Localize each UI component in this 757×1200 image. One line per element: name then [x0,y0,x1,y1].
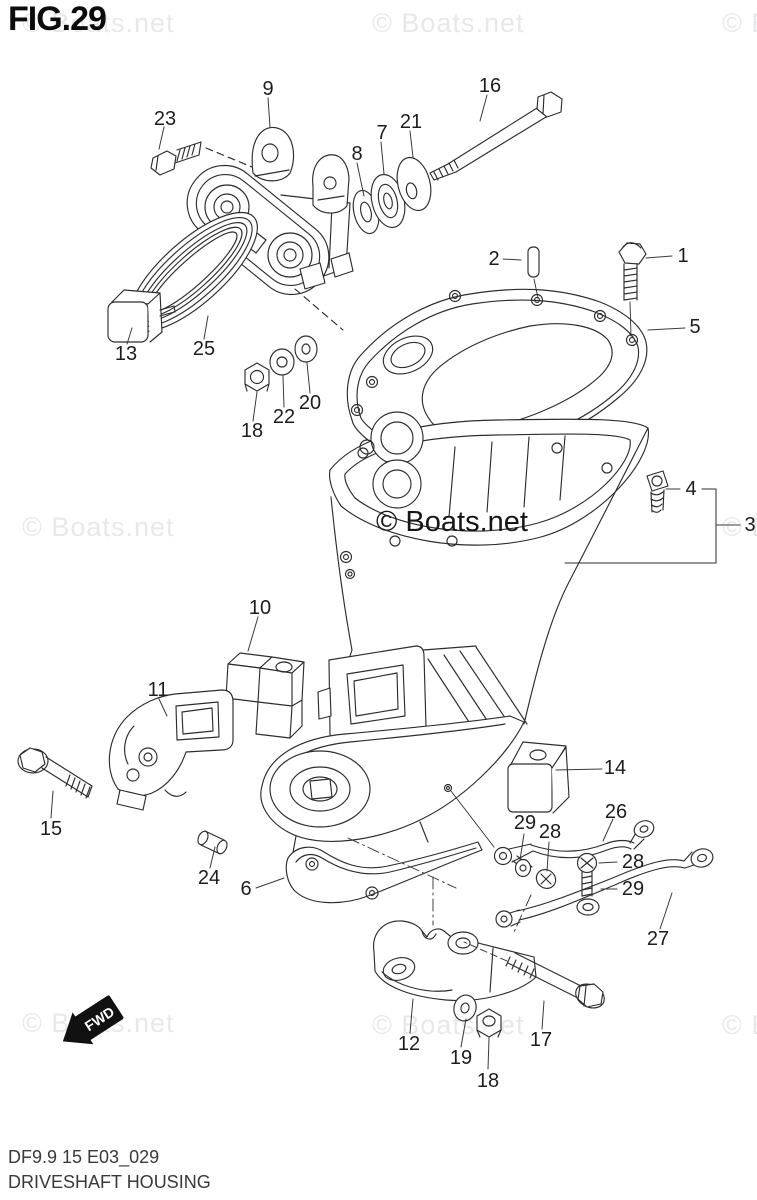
construction-lines [347,837,532,933]
callout-21[interactable]: 21 [399,111,423,133]
watermark-text-dark: © Boats.net [376,506,528,538]
clamp-bracket-11 [108,689,234,811]
callout-28-left[interactable]: 28 [538,821,562,843]
nut-18-upper [244,362,270,392]
bolt-16 [429,91,563,181]
rubber-mount-13 [107,289,176,343]
watermark-text: © Boats.net [22,8,175,38]
bolt-axis-dash [463,941,508,962]
bolt-1 [618,242,647,337]
screw-28-right [576,852,598,897]
callout-29-left[interactable]: 29 [513,812,537,834]
callout-15[interactable]: 15 [39,818,63,840]
watermark-text: © Boats.net [722,512,757,542]
grommet-7 [370,173,406,229]
callout-1[interactable]: 1 [677,245,689,267]
callout-3[interactable]: 3 [744,514,756,536]
callout-27[interactable]: 27 [646,928,670,950]
housing-front-bracket [317,645,427,745]
leader-line [450,790,495,848]
callout-24[interactable]: 24 [197,867,221,889]
screw-28-left [512,855,557,889]
callout-28-right[interactable]: 28 [621,851,645,873]
housing-flange-plate [260,715,525,859]
callout-19[interactable]: 19 [449,1047,473,1069]
callout-13[interactable]: 13 [114,343,138,365]
washer-22 [269,348,295,376]
callout-10[interactable]: 10 [248,597,272,619]
nut-18-lower [476,1008,502,1038]
ground-cable-27 [495,848,714,928]
washer-20 [294,335,318,363]
callout-6[interactable]: 6 [240,878,252,900]
callout-23[interactable]: 23 [153,108,177,130]
callout-18-upper[interactable]: 18 [240,420,264,442]
callout-20[interactable]: 20 [298,392,322,414]
callout-5[interactable]: 5 [689,316,701,338]
rubber-mount-10 [225,652,305,739]
lower-mount-12 [373,920,537,1002]
callout-22[interactable]: 22 [272,406,296,428]
callout-7[interactable]: 7 [376,122,388,144]
bolt-17 [505,952,605,1009]
driveshaft-housing-body [328,411,649,743]
watermark-text: © Boats.net [722,1010,757,1040]
callout-29-right[interactable]: 29 [621,878,645,900]
washer-21 [396,156,432,212]
callout-16[interactable]: 16 [478,75,502,97]
callout-9[interactable]: 9 [262,78,274,100]
assembly-bracket-3-lines [564,488,717,564]
bolt-15 [17,747,93,799]
callout-17[interactable]: 17 [529,1029,553,1051]
screw-4 [646,470,669,513]
pin-24 [197,830,228,855]
fwd-direction-arrow: FWD [62,995,124,1045]
rubber-block-14 [507,741,570,814]
watermark-text: © Boats.net [722,8,757,38]
callout-14[interactable]: 14 [603,757,627,779]
figure-number: FIG.29 [8,0,107,38]
washer-29-right [576,898,600,916]
alignment-dash-line [294,288,344,331]
callout-25[interactable]: 25 [192,338,216,360]
figure-part-name: DRIVESHAFT HOUSING [8,1172,211,1192]
callout-26[interactable]: 26 [604,801,628,823]
gasket-6 [285,841,483,904]
washer-19 [453,994,477,1022]
bolt-23 [150,141,202,176]
callout-leader-lines [50,94,741,1070]
pin-2 [527,246,540,299]
callout-18-lower[interactable]: 18 [476,1070,500,1092]
watermark-text: © Boats.net [372,8,525,38]
callout-12[interactable]: 12 [397,1033,421,1055]
callout-11[interactable]: 11 [147,679,169,701]
watermark-text: © Boats.net [22,512,175,542]
figure-model-code: DF9.9 15 E03_029 [8,1147,160,1167]
callout-4[interactable]: 4 [685,478,697,500]
callout-8[interactable]: 8 [351,143,363,165]
washer-29-left [514,858,532,878]
callout-2[interactable]: 2 [488,248,500,270]
alignment-dash-line [205,147,253,168]
ground-cable-26 [493,820,655,866]
